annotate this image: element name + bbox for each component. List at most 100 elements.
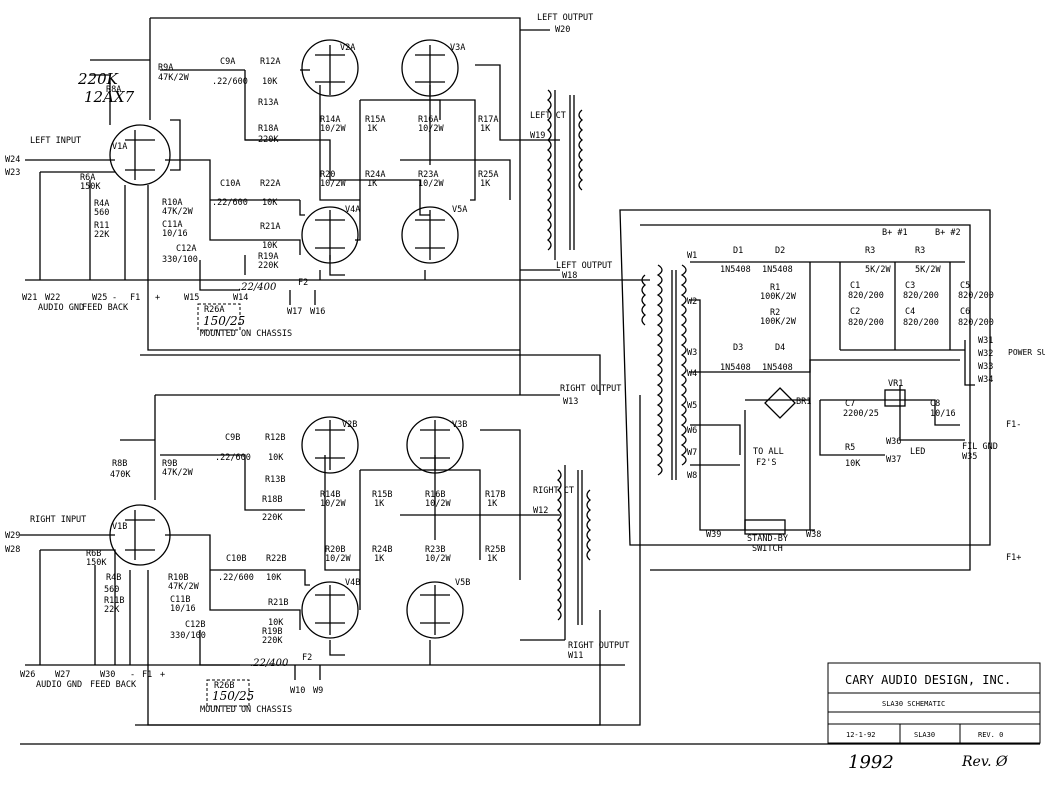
terminal-w7[interactable]: W7 bbox=[687, 448, 697, 458]
terminal-w6[interactable]: W6 bbox=[687, 426, 697, 436]
r20-value: 10/2W bbox=[320, 179, 346, 189]
c8-value: 10/16 bbox=[930, 409, 956, 419]
terminal-w24[interactable]: W24 bbox=[5, 155, 20, 165]
c3-label: C3 bbox=[905, 281, 915, 291]
r16a-value: 10/2W bbox=[418, 124, 444, 134]
left-feedback-label: FEED BACK bbox=[82, 303, 129, 313]
terminal-w30[interactable]: W30 bbox=[100, 670, 115, 680]
terminal-w20[interactable]: W20 bbox=[555, 25, 570, 35]
d4-type: 1N5408 bbox=[762, 363, 793, 373]
terminal-w29[interactable]: W29 bbox=[5, 531, 20, 541]
r1-value: 100K/2W bbox=[760, 292, 797, 302]
tube-v4b bbox=[301, 581, 359, 639]
terminal-w37[interactable]: W37 bbox=[886, 455, 901, 465]
r21b-value: 10K bbox=[268, 618, 284, 628]
terminal-w39[interactable]: W39 bbox=[706, 530, 721, 540]
tube-v3a bbox=[401, 39, 459, 97]
right-plus-marker: + bbox=[160, 670, 165, 680]
r19a-label: R19A bbox=[258, 252, 278, 262]
terminal-w18[interactable]: W18 bbox=[562, 271, 577, 281]
handwritten-c-left: .22/400 bbox=[238, 282, 277, 293]
left-plus-marker: + bbox=[155, 293, 160, 303]
f1-plus-label: F1+ bbox=[1006, 553, 1021, 563]
terminal-w28[interactable]: W28 bbox=[5, 545, 20, 555]
r22a-value: 10K bbox=[262, 198, 278, 208]
terminal-w4[interactable]: W4 bbox=[687, 369, 697, 379]
r18b-label: R18B bbox=[262, 495, 282, 505]
led-label: LED bbox=[910, 447, 925, 457]
terminal-w15[interactable]: W15 bbox=[184, 293, 199, 303]
handwritten-tube-type: 12AX7 bbox=[84, 88, 135, 106]
terminal-w9[interactable]: W9 bbox=[313, 686, 323, 696]
terminal-w8[interactable]: W8 bbox=[687, 471, 697, 481]
r9b-value: 47K/2W bbox=[162, 468, 194, 478]
r9b-label: R9B bbox=[162, 459, 177, 469]
terminal-w5[interactable]: W5 bbox=[687, 401, 697, 411]
r17a-label: R17A bbox=[478, 115, 498, 125]
r22a-label: R22A bbox=[260, 179, 280, 189]
r24b-label: R24B bbox=[372, 545, 392, 555]
tube-v5a-label: V5A bbox=[452, 205, 467, 215]
r19b-label: R19B bbox=[262, 627, 282, 637]
r8a-label: R8A bbox=[106, 85, 121, 95]
terminal-w33[interactable]: W33 bbox=[978, 362, 993, 372]
tube-v2b bbox=[301, 416, 359, 474]
r10a-value: 47K/2W bbox=[162, 207, 194, 217]
r19b-value: 220K bbox=[262, 636, 283, 646]
terminal-w36[interactable]: W36 bbox=[886, 437, 901, 447]
terminal-w3[interactable]: W3 bbox=[687, 348, 697, 358]
r25a-value: 1K bbox=[480, 179, 491, 189]
terminal-w34[interactable]: W34 bbox=[978, 375, 993, 385]
terminal-w14[interactable]: W14 bbox=[233, 293, 248, 303]
r26a-box bbox=[197, 303, 241, 331]
terminal-w11[interactable]: W11 bbox=[568, 651, 583, 661]
terminal-w10[interactable]: W10 bbox=[290, 686, 305, 696]
r18a-value: 220K bbox=[258, 135, 279, 145]
handwritten-year: 1992 bbox=[848, 752, 894, 773]
d2-type: 1N5408 bbox=[762, 265, 793, 275]
terminal-w32[interactable]: W32 bbox=[978, 349, 993, 359]
bplus1-label: B+ #1 bbox=[882, 228, 908, 238]
terminal-w31[interactable]: W31 bbox=[978, 336, 993, 346]
r20b-label: R20B bbox=[325, 545, 345, 555]
r19a-value: 220K bbox=[258, 261, 279, 271]
terminal-w16[interactable]: W16 bbox=[310, 307, 325, 317]
c5-label: C5 bbox=[960, 281, 970, 291]
terminal-w13[interactable]: W13 bbox=[563, 397, 578, 407]
left-audio-gnd-label: AUDIO GND bbox=[38, 303, 84, 313]
r3-label-b: R3 bbox=[915, 246, 925, 256]
terminal-w1[interactable]: W1 bbox=[687, 251, 697, 261]
r23b-label: R23B bbox=[425, 545, 445, 555]
right-output-bottom-label: RIGHT OUTPUT bbox=[568, 641, 629, 651]
r17b-value: 1K bbox=[487, 499, 498, 509]
d3-type: 1N5408 bbox=[720, 363, 751, 373]
terminal-w35[interactable]: W35 bbox=[962, 452, 977, 462]
switch-label: SWITCH bbox=[752, 544, 783, 554]
terminal-w38[interactable]: W38 bbox=[806, 530, 821, 540]
terminal-w22[interactable]: W22 bbox=[45, 293, 60, 303]
terminal-w2[interactable]: W2 bbox=[687, 297, 697, 307]
handwritten-r-right: 150/25 bbox=[212, 689, 254, 703]
terminal-w12[interactable]: W12 bbox=[533, 506, 548, 516]
terminal-w26[interactable]: W26 bbox=[20, 670, 35, 680]
r20-label: R20 bbox=[320, 170, 335, 180]
c1-label: C1 bbox=[850, 281, 860, 291]
br1-label: BR1 bbox=[796, 397, 811, 407]
c2-label: C2 bbox=[850, 307, 860, 317]
left-input-label: LEFT INPUT bbox=[30, 136, 81, 146]
r15b-value: 1K bbox=[374, 499, 385, 509]
r25a-label: R25A bbox=[478, 170, 498, 180]
terminal-w25[interactable]: W25 bbox=[92, 293, 107, 303]
c9a-value: .22/600 bbox=[212, 77, 248, 87]
power-supply: W1 W2 W3 W4 W5 W6 W7 W8 D1 D2 1N5408 1N5… bbox=[619, 209, 1045, 571]
r8b-label: R8B bbox=[112, 459, 127, 469]
terminal-w17[interactable]: W17 bbox=[287, 307, 302, 317]
terminal-w19[interactable]: W19 bbox=[530, 131, 545, 141]
terminal-w27[interactable]: W27 bbox=[55, 670, 70, 680]
r15a-value: 1K bbox=[367, 124, 378, 134]
terminal-w23[interactable]: W23 bbox=[5, 168, 20, 178]
r3-value-b: 5K/2W bbox=[915, 265, 941, 275]
terminal-w21[interactable]: W21 bbox=[22, 293, 37, 303]
standby-switch[interactable] bbox=[744, 519, 786, 535]
